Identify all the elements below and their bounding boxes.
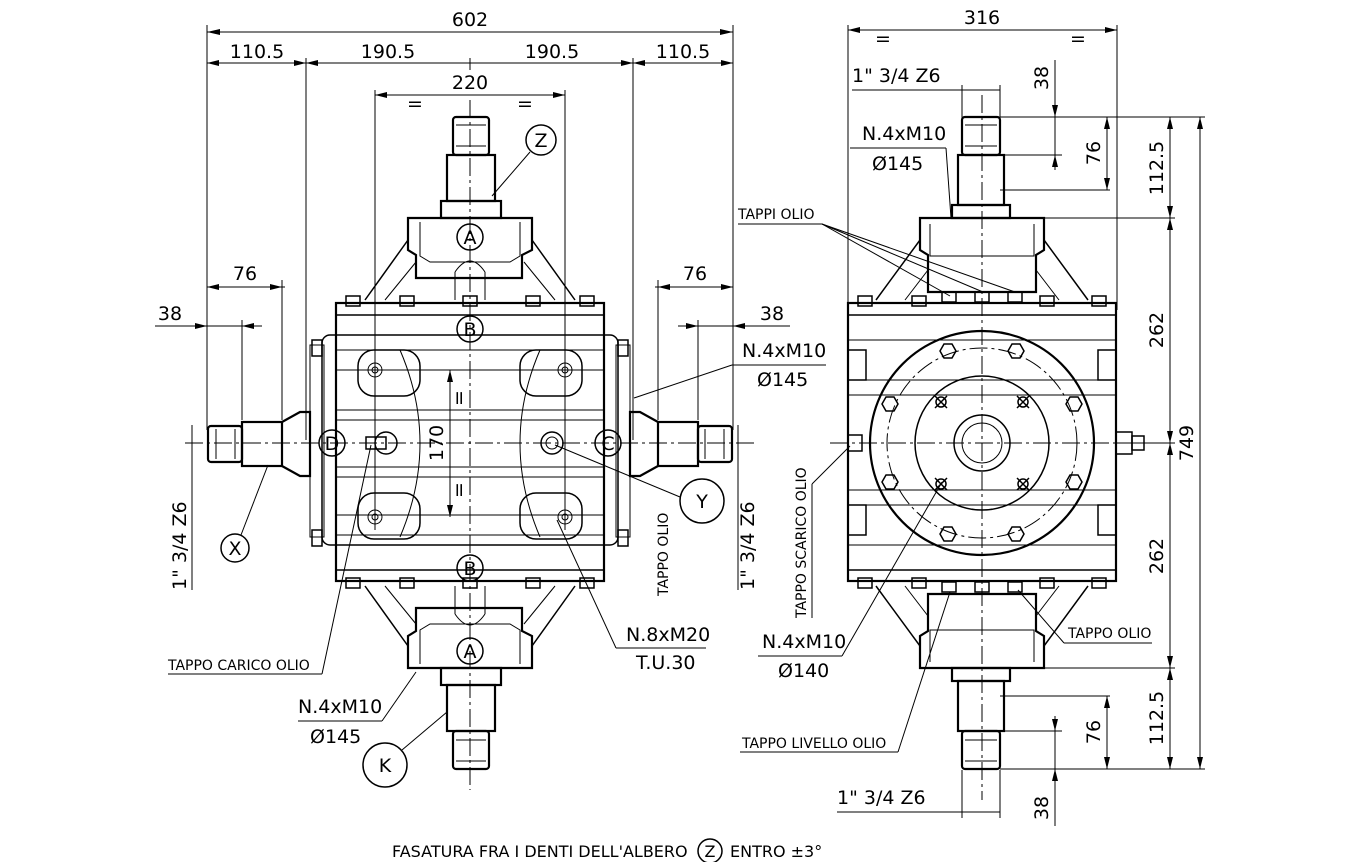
dim-170-label: 170: [426, 425, 448, 461]
side-top-shaft: [950, 115, 1012, 220]
dim-front-left-small: 76 38: [155, 263, 285, 420]
dim-262-top-label: 262: [1146, 312, 1168, 348]
callout-X-circle: [220, 533, 250, 563]
side-top-flange: [875, 216, 1089, 301]
bolts-line1: N.8xM20: [626, 624, 710, 646]
dim-side-vertical: 38 76 112.5 262 749 262: [1000, 60, 1205, 826]
callout-Y-circle: [679, 478, 725, 524]
side-oil-plug-label: TAPPO OLIO: [1067, 626, 1151, 642]
footer-note: FASATURA FRA I DENTI DELL'ALBERO Z ENTRO…: [392, 838, 822, 862]
side-top-flange-line1: N.4xM10: [862, 123, 946, 145]
dim-38-top-label: 38: [1031, 66, 1053, 90]
dim-front-right-small: 76 38: [655, 263, 790, 420]
phasing-ref: Z: [705, 842, 716, 861]
front-top-shaft: [439, 115, 503, 220]
thread-bottom-label: 1" 3/4 Z6: [837, 787, 926, 809]
front-bottom-flange-line2: Ø145: [310, 726, 361, 748]
callout-Y: Y: [695, 491, 708, 513]
label-C: C: [601, 433, 614, 455]
front-right-flange-line2: Ø145: [757, 369, 808, 391]
front-left-shaft: [206, 410, 312, 478]
dim-190-right-label: 190.5: [525, 41, 579, 63]
phasing-note: FASATURA FRA I DENTI DELL'ALBERO: [392, 842, 688, 861]
dim-front-170: 170 = =: [426, 370, 470, 517]
dim-112-top-label: 112.5: [1146, 141, 1168, 195]
dim-front-overall: 602: [206, 9, 734, 430]
dim-112-bottom-label: 112.5: [1146, 691, 1168, 745]
dim-front-220: 220 = =: [374, 72, 566, 530]
label-D: D: [325, 433, 340, 455]
side-bottom-shaft: [950, 666, 1012, 771]
side-housing: [846, 291, 1145, 593]
note-front-bottom-flange: N.4xM10 Ø145: [298, 671, 417, 748]
side-face-flange-line1: N.4xM10: [762, 631, 846, 653]
dim-262-bottom-label: 262: [1146, 538, 1168, 574]
dim-110-left-label: 110.5: [230, 41, 284, 63]
dim-76-right-label: 76: [683, 263, 707, 285]
note-side-face-flange: N.4xM10 Ø140: [758, 481, 943, 682]
thread-top-label: 1" 3/4 Z6: [852, 65, 941, 87]
thread-left-label: 1" 3/4 Z6: [169, 501, 191, 590]
side-top-flange-line2: Ø145: [872, 153, 923, 175]
front-bottom-shaft: [439, 666, 503, 771]
eq-mark-2: =: [517, 93, 533, 115]
dim-front-chain: 110.5 190.5 190.5 110.5: [207, 41, 733, 440]
eq-mark-1: =: [407, 93, 423, 115]
dim-220-label: 220: [452, 72, 488, 94]
front-view: 602 110.5 190.5 190.5 110.5 220: [155, 9, 826, 790]
callout-K-circle: [362, 742, 408, 788]
dim-38-bottom-label: 38: [1031, 796, 1053, 820]
dim-76-top-label: 76: [1083, 141, 1105, 165]
dim-110-right-label: 110.5: [656, 41, 710, 63]
note-front-bolts: N.8xM20 T.U.30: [556, 519, 710, 674]
callout-Z-circle: [525, 124, 557, 156]
dim-316-label: 316: [964, 7, 1000, 29]
front-oil-plug-label: TAPPO OLIO: [656, 513, 672, 597]
dim-602-label: 602: [452, 9, 488, 31]
front-right-flange-line1: N.4xM10: [742, 340, 826, 362]
dim-76-bottom-label: 76: [1083, 720, 1105, 744]
level-plug-label: TAPPO LIVELLO OLIO: [741, 736, 886, 752]
dim-38-left-label: 38: [158, 303, 182, 325]
eq-mark-4: =: [448, 482, 470, 498]
front-right-shaft: [628, 410, 734, 478]
dim-side-overall: 316 = =: [847, 7, 1118, 310]
side-oil-plugs-label: TAPPI OLIO: [737, 207, 814, 223]
phasing-ref-circle: [697, 838, 723, 862]
dim-190-left-label: 190.5: [361, 41, 415, 63]
callout-Z: Z: [534, 130, 547, 152]
label-B-top: B: [463, 319, 476, 341]
dim-38-right-label: 38: [760, 303, 784, 325]
eq-mark-side-2: =: [1070, 28, 1086, 50]
dim-76-left-label: 76: [233, 263, 257, 285]
callout-X: X: [228, 538, 241, 560]
thread-right-label: 1" 3/4 Z6: [737, 501, 759, 590]
side-bottom-flange: [875, 585, 1089, 670]
eq-mark-3: =: [448, 390, 470, 406]
eq-mark-side-1: =: [875, 28, 891, 50]
front-bottom-flange-line1: N.4xM10: [298, 696, 382, 718]
dim-749-label: 749: [1176, 425, 1198, 461]
side-face-flange-line2: Ø140: [778, 660, 829, 682]
phasing-tolerance: ENTRO ±3°: [730, 842, 822, 861]
callout-K: K: [379, 755, 392, 777]
note-side-top-flange: N.4xM10 Ø145: [850, 123, 952, 219]
bolts-line2: T.U.30: [635, 652, 696, 674]
fill-plug-label: TAPPO CARICO OLIO: [167, 658, 310, 674]
note-front-right-flange: N.4xM10 Ø145: [633, 340, 826, 399]
drain-plug-label: TAPPO SCARICO OLIO: [794, 467, 810, 619]
side-view: 316 = = 1" 3/4 Z6: [737, 7, 1205, 826]
